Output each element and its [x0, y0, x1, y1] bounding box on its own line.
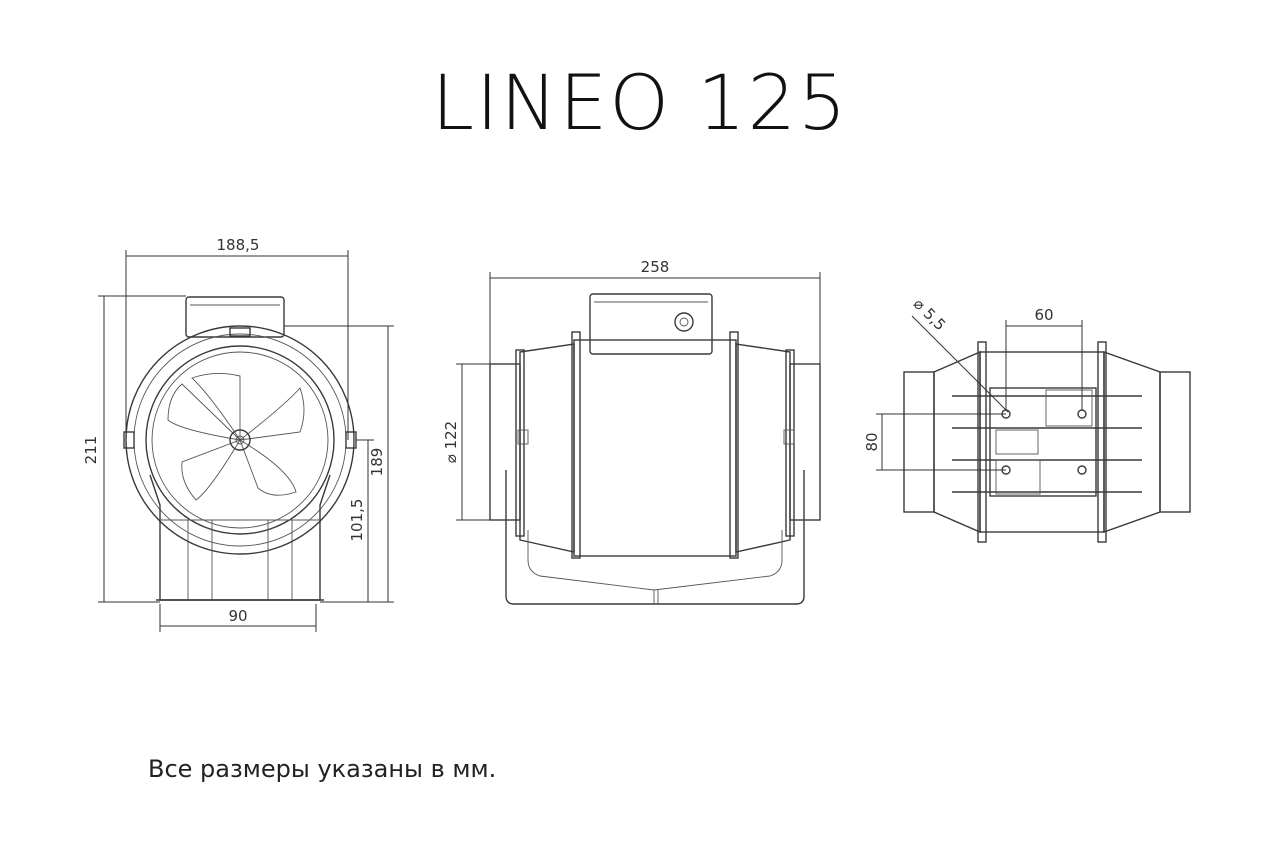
- footnote: Все размеры указаны в мм.: [148, 755, 497, 783]
- dim-side-diameter: ⌀ 122: [442, 421, 460, 463]
- dim-bottom-spacing-x: 60: [1034, 306, 1053, 324]
- dim-front-base-width: 90: [228, 607, 247, 625]
- dim-front-height: 211: [82, 436, 100, 465]
- page-title: LINEO 125: [431, 58, 849, 147]
- front-view: [98, 250, 394, 632]
- side-view: [456, 272, 821, 605]
- dim-front-height-inner: 189: [368, 448, 386, 477]
- bottom-view: [876, 315, 1191, 543]
- dim-bottom-hole: ⌀ 5,5: [910, 295, 949, 334]
- dim-bottom-spacing-y: 80: [863, 432, 881, 451]
- dim-front-axis-height: 101,5: [348, 499, 366, 542]
- dim-side-length: 258: [641, 258, 670, 276]
- dim-front-width: 188,5: [217, 236, 260, 254]
